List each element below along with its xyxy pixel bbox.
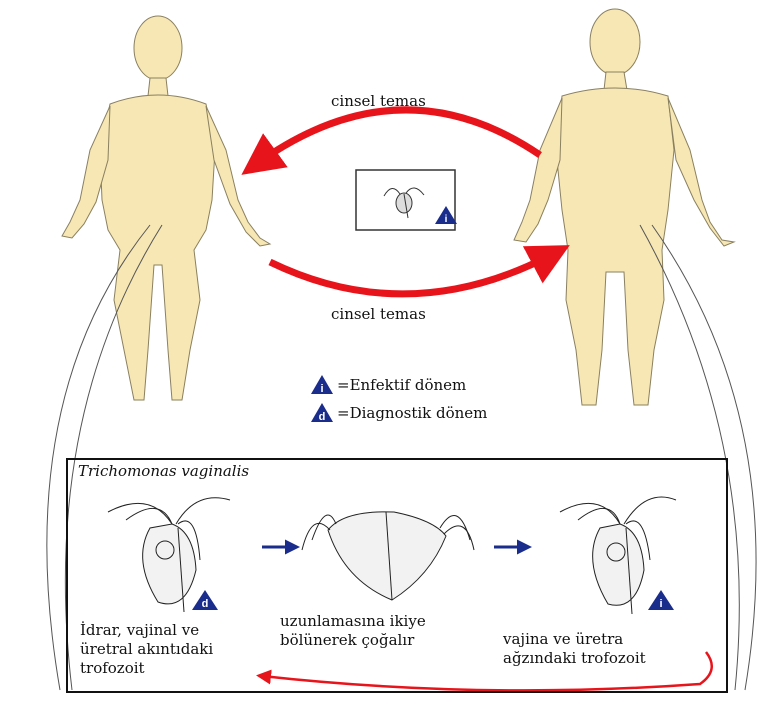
infective-legend-icon: i [311, 375, 333, 394]
diagnostic-legend-icon: d [311, 403, 333, 422]
svg-text:i: i [320, 383, 323, 394]
species-title: Trichomonas vaginalis [78, 462, 249, 480]
arrow-top-red [255, 110, 540, 165]
arrow-bottom-red [270, 253, 555, 294]
legend-infective-text: =Enfektif dönem [337, 376, 466, 394]
stage3-caption-line: vajina ve üretra [503, 630, 646, 649]
stage1-caption-line: İdrar, vajinal ve [80, 621, 213, 640]
stage2-caption: uzunlamasına ikiye bölünerek çoğalır [280, 612, 426, 650]
stage1-caption: İdrar, vajinal ve üretral akıntıdaki tro… [80, 621, 213, 678]
stage2-caption-line: bölünerek çoğalır [280, 631, 426, 650]
stage2-caption-line: uzunlamasına ikiye [280, 612, 426, 631]
female-figure [62, 16, 270, 400]
stage3-caption-line: ağzındaki trofozoit [503, 649, 646, 668]
stage1-caption-line: trofozoit [80, 659, 213, 678]
legend-diagnostic-text: =Diagnostik dönem [337, 404, 487, 422]
male-figure [514, 9, 734, 405]
svg-text:i: i [445, 214, 448, 225]
arrow-top-label: cinsel temas [331, 92, 426, 110]
arrow-bottom-label: cinsel temas [331, 305, 426, 323]
stage1-caption-line: üretral akıntıdaki [80, 640, 213, 659]
stage3-caption: vajina ve üretra ağzındaki trofozoit [503, 630, 646, 668]
svg-text:d: d [319, 411, 326, 422]
legend-diagnostic: d =Diagnostik dönem [311, 403, 487, 422]
legend-infective: i =Enfektif dönem [311, 375, 466, 394]
